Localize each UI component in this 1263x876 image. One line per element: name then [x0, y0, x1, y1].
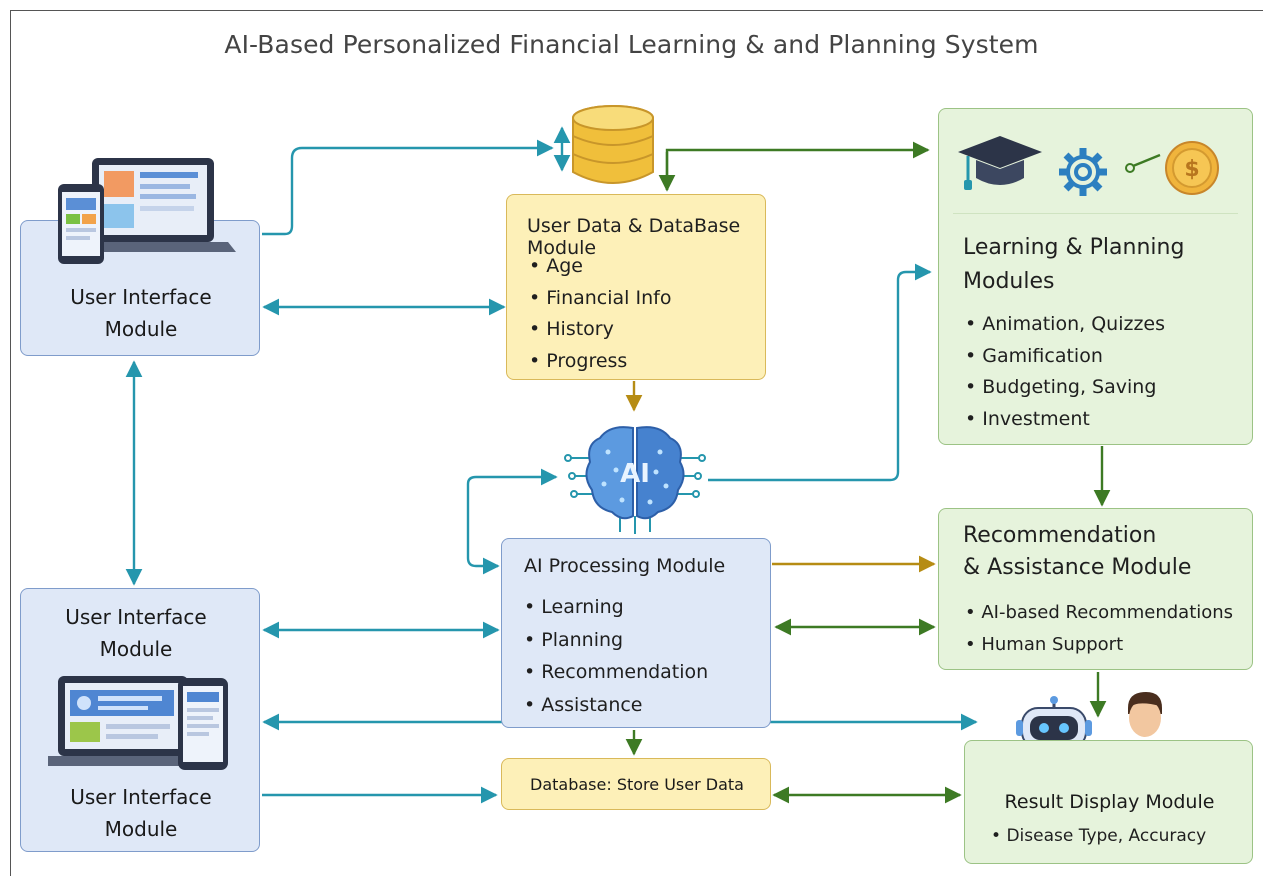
result-display-module[interactable]: Result Display Module Disease Type, Accu… [964, 740, 1253, 864]
ui-to-db-line [262, 139, 554, 236]
ai-processing-item: Recommendation [524, 656, 708, 689]
database-cylinder-icon [572, 105, 654, 184]
learning-item: Investment [965, 404, 1165, 436]
recommendation-item: Human Support [965, 629, 1233, 661]
learning-item: Gamification [965, 341, 1165, 373]
learning-list: Animation, Quizzes Gamification Budgetin… [965, 309, 1165, 435]
ai-processing-item: Learning [524, 591, 708, 624]
dollar-coin-icon: $ [1165, 141, 1219, 195]
page-frame [10, 10, 1263, 876]
user-data-module[interactable]: User Data & DataBase Module Age Financia… [506, 194, 766, 380]
learning-divider [953, 213, 1238, 214]
learning-title-line2: Modules [963, 269, 1055, 294]
ui-module-top-line2: Module [104, 317, 178, 341]
laptop-phone-icon [48, 676, 228, 770]
gear-icon [1059, 148, 1107, 196]
recommendation-list: AI-based Recommendations Human Support [965, 597, 1233, 661]
ai-processing-title: AI Processing Module [524, 555, 726, 577]
user-data-item: Progress [529, 346, 671, 378]
ai-processing-module[interactable]: AI Processing Module Learning Planning R… [501, 538, 771, 728]
ui-module-bottom-upper-line1: User Interface [65, 605, 207, 629]
link-connector-icon [1125, 153, 1161, 173]
recommendation-module[interactable]: Recommendation & Assistance Module AI-ba… [938, 508, 1253, 670]
ui-module-bottom-lower-line1: User Interface [70, 785, 212, 809]
result-display-item: Disease Type, Accuracy [991, 823, 1206, 849]
ai-processing-item: Assistance [524, 689, 708, 722]
graduation-cap-icon [958, 136, 1042, 190]
ui-module-bottom-lower-line2: Module [104, 817, 178, 841]
laptop-phone-icon [58, 158, 236, 264]
database-store-label: Database: Store User Data [530, 775, 744, 794]
ui-module-bottom-upper-line2: Module [99, 637, 173, 661]
aiproc-to-brain-arrow [466, 468, 558, 575]
user-data-item: History [529, 314, 671, 346]
recommendation-title-line2: & Assistance Module [963, 555, 1192, 580]
recommendation-title-line1: Recommendation [963, 523, 1157, 548]
result-display-list: Disease Type, Accuracy [991, 823, 1206, 849]
db-to-learning-arrow [665, 141, 930, 190]
recommendation-item: AI-based Recommendations [965, 597, 1233, 629]
ai-brain-icon: AI [564, 426, 706, 534]
database-store-box[interactable]: Database: Store User Data [501, 758, 771, 810]
brain-to-learning-arrow [708, 263, 932, 482]
ai-processing-list: Learning Planning Recommendation Assista… [524, 591, 708, 721]
user-data-list: Age Financial Info History Progress [529, 251, 671, 377]
diagram-title: AI-Based Personalized Financial Learning… [224, 30, 1039, 59]
user-data-item: Financial Info [529, 283, 671, 315]
learning-item: Animation, Quizzes [965, 309, 1165, 341]
learning-item: Budgeting, Saving [965, 372, 1165, 404]
ai-processing-item: Planning [524, 624, 708, 657]
learning-title-line1: Learning & Planning [963, 235, 1185, 260]
ai-brain-label: AI [620, 459, 650, 489]
user-data-item: Age [529, 251, 671, 283]
ui-module-top-line1: User Interface [70, 285, 212, 309]
result-display-title: Result Display Module [1004, 791, 1215, 813]
svg-text:$: $ [1184, 157, 1199, 182]
